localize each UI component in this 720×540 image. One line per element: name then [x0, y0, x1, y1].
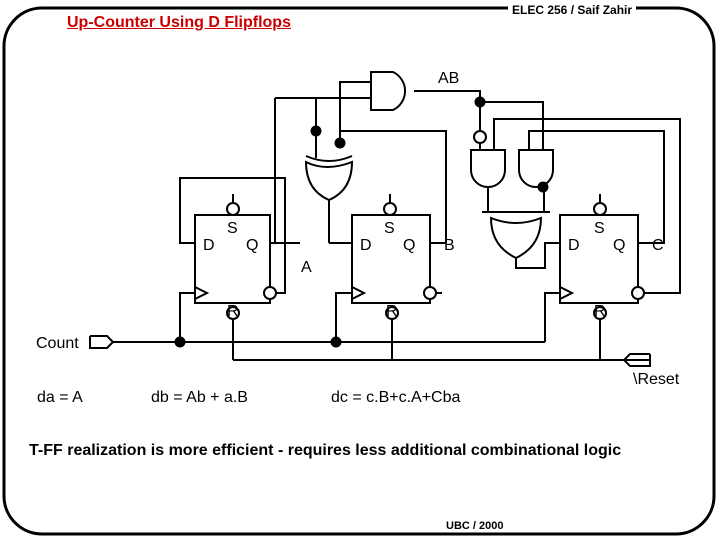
count-label: Count [36, 335, 79, 352]
ffa-s-label: S [227, 220, 238, 237]
equation-db: db = Ab + a.B [151, 389, 248, 406]
and-gate-c1 [470, 149, 506, 188]
ffa-r-label: R [227, 303, 239, 320]
flipflop-b-clock-icon [351, 286, 367, 300]
count-input-icon [89, 335, 115, 349]
output-c-label: C [652, 237, 664, 254]
ffb-d-label: D [360, 237, 372, 254]
xor-gate-b [304, 160, 354, 202]
or-gate-c [489, 216, 543, 260]
conclusion-note: T-FF realization is more efficient - req… [29, 442, 622, 459]
footer-source: UBC / 2000 [442, 521, 508, 532]
ffa-q-label: Q [246, 237, 258, 254]
and-gate-c2 [518, 149, 554, 188]
ffc-s-label: S [594, 220, 605, 237]
ffc-d-label: D [568, 237, 580, 254]
flipflop-c-clock-icon [559, 286, 575, 300]
ffb-r-label: R [386, 303, 398, 320]
slide-title: Up-Counter Using D Flipflops [67, 14, 291, 31]
equation-dc: dc = c.B+c.A+Cba [331, 389, 461, 406]
ffb-q-label: Q [403, 237, 415, 254]
output-a-label: A [301, 259, 312, 276]
flipflop-a-clock-icon [194, 286, 210, 300]
equation-da: da = A [37, 389, 83, 406]
output-b-label: B [444, 237, 455, 254]
reset-input-icon [622, 353, 651, 367]
and-output-label: AB [438, 70, 459, 87]
reset-label: \Reset [633, 371, 680, 388]
author-label: ELEC 256 / Saif Zahir [508, 4, 637, 16]
ffb-s-label: S [384, 220, 395, 237]
slide-border [2, 6, 716, 536]
and-gate-ab [370, 71, 406, 111]
ffc-q-label: Q [613, 237, 625, 254]
ffc-r-label: R [594, 303, 606, 320]
ffa-d-label: D [203, 237, 215, 254]
